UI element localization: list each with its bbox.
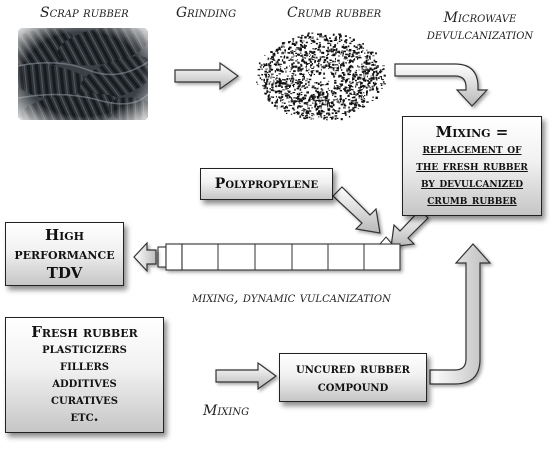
fresh-line2: plasticizers (42, 341, 127, 357)
mixing-dynamic-vulcanization-label: mixing, dynamic vulcanization (192, 290, 391, 306)
microwave-arrow (394, 63, 489, 107)
mixing-diagonal-arrow (390, 209, 429, 248)
uncured-line2: compound (317, 378, 389, 395)
mixing-replacement-box: Mixing = replacement of the fresh rubber… (402, 116, 542, 216)
mixing-box-line4: crumb rubber (427, 192, 517, 208)
tdv-line1: High (44, 225, 85, 244)
return-arrow (429, 243, 492, 385)
mixing-box-line2: the fresh rubber (416, 158, 528, 174)
scrap-rubber-label: Scrap rubber (40, 5, 129, 21)
fresh-line1: Fresh rubber (31, 323, 138, 341)
polypropylene-arrow (332, 186, 381, 234)
microwave-label-line2: devulcanization (426, 27, 534, 43)
tdv-line2: performance (14, 244, 115, 263)
output-arrow (133, 241, 157, 273)
fresh-line4: additives (52, 375, 117, 391)
fresh-line5: curatives (51, 392, 118, 408)
fresh-rubber-box: Fresh rubber plasticizers fillers additi… (5, 317, 164, 433)
mixing-arrow (215, 361, 278, 391)
extruder (157, 236, 401, 271)
uncured-compound-box: uncured rubber compound (279, 353, 427, 402)
mixing-box-line3: by devulcanized (420, 175, 524, 191)
fresh-line3: fillers (60, 358, 109, 374)
mixing-box-line1: replacement of (422, 141, 522, 157)
mixing-label: Mixing (203, 403, 250, 419)
tdv-box: High performance TDV (5, 222, 124, 286)
fresh-line6: etc. (70, 409, 99, 425)
grinding-label: Grinding (176, 5, 237, 21)
scrap-tires-image (18, 28, 148, 120)
mixing-box-title: Mixing = (435, 122, 509, 141)
microwave-label-line1: Microwave (443, 10, 517, 26)
tdv-line3: TDV (46, 263, 83, 282)
grinding-arrow (174, 61, 240, 91)
crumb-rubber-image (256, 32, 386, 121)
polypropylene-box: Polypropylene (200, 168, 333, 200)
microwave-devulcanization-label: Microwave devulcanization (420, 10, 540, 44)
uncured-line1: uncured rubber (296, 360, 410, 377)
crumb-rubber-label: Crumb rubber (287, 5, 382, 21)
polypropylene-text: Polypropylene (214, 176, 319, 192)
